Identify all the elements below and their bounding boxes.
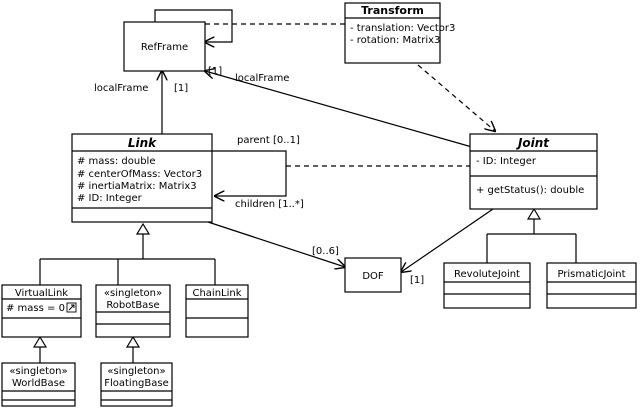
class-name: RobotBase — [106, 300, 159, 311]
class-name: Transform — [361, 4, 424, 17]
stereotype: «singleton» — [104, 288, 162, 299]
virtuallink-generalization-triangle — [32, 335, 48, 348]
attribute: # centerOfMass: Vector3 — [77, 169, 202, 180]
label-mult-dof-joint: [1] — [410, 275, 424, 286]
operation: + getStatus(): double — [476, 185, 584, 196]
class-chainlink: ChainLink — [185, 284, 249, 338]
class-joint: Joint - ID: Integer + getStatus(): doubl… — [469, 133, 598, 210]
robotbase-generalization-triangle — [125, 335, 141, 348]
stereotype: «singleton» — [9, 366, 67, 377]
label-localframe-joint: localFrame — [235, 73, 289, 84]
class-revolutejoint: RevoluteJoint — [443, 262, 531, 309]
attribute: # mass: double — [77, 156, 155, 167]
class-name: Joint — [516, 136, 550, 150]
class-virtuallink: VirtualLink # mass = 0 — [1, 284, 82, 338]
class-name: VirtualLink — [15, 288, 68, 299]
stereotype: «singleton» — [107, 366, 165, 377]
class-name: ChainLink — [192, 288, 241, 299]
attribute: - rotation: Matrix3 — [350, 35, 440, 46]
transform-joint-dependency — [417, 64, 495, 131]
attribute: # inertiaMatrix: Matrix3 — [77, 181, 197, 192]
class-worldbase: «singleton» WorldBase — [1, 362, 76, 407]
refframe-self-association — [154, 9, 233, 42]
class-floatingbase: «singleton» FloatingBase — [100, 362, 173, 407]
label-mult-dof-link: [0..6] — [312, 246, 339, 257]
class-refframe: RefFrame — [123, 21, 206, 72]
parent-children-association — [212, 150, 287, 196]
joint-refframe-localframe — [205, 71, 473, 148]
class-link: Link # mass: double # centerOfMass: Vect… — [71, 133, 213, 223]
class-robotbase: «singleton» RobotBase — [95, 284, 171, 338]
attribute: - ID: Integer — [476, 156, 537, 167]
class-dof: DOF — [344, 257, 402, 293]
attribute: # ID: Integer — [77, 193, 143, 204]
readonly-constraint-icon — [66, 302, 77, 313]
label-mult-link-ref: [1] — [174, 83, 188, 94]
link-generalization-triangle — [135, 222, 151, 235]
label-localframe-link: localFrame — [94, 83, 148, 94]
class-name: WorldBase — [12, 378, 65, 389]
class-name: Link — [128, 136, 157, 150]
attribute: # mass = 0 — [6, 303, 65, 314]
joint-generalization-triangle — [526, 207, 542, 220]
class-name: RevoluteJoint — [454, 269, 520, 280]
attribute: - translation: Vector3 — [350, 23, 455, 34]
class-name: RefFrame — [141, 42, 188, 53]
class-name: FloatingBase — [104, 378, 169, 389]
label-parent: parent [0..1] — [237, 135, 300, 146]
label-mult-joint-ref: [1] — [208, 66, 222, 77]
link-dof-association — [207, 221, 345, 267]
label-children: children [1..*] — [235, 199, 304, 210]
class-name: PrismaticJoint — [557, 269, 625, 280]
joint-dof-association — [401, 208, 494, 272]
class-name: DOF — [362, 271, 384, 282]
class-prismaticjoint: PrismaticJoint — [546, 262, 637, 309]
class-transform: Transform - translation: Vector3 - rotat… — [344, 2, 455, 64]
